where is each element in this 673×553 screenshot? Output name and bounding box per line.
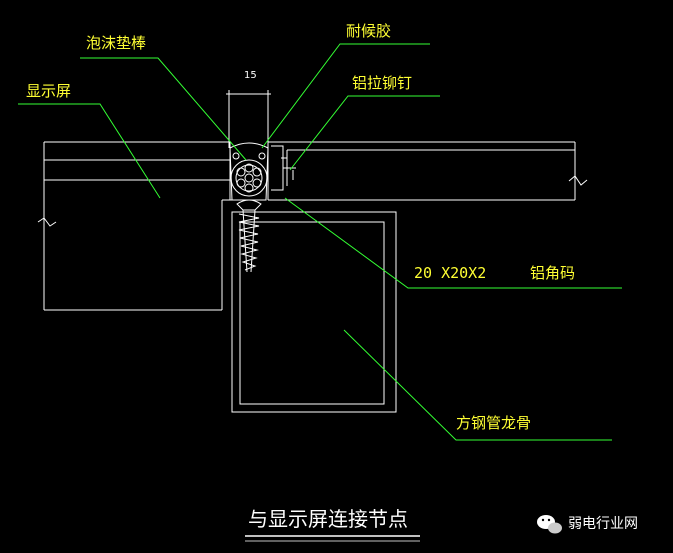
label-steel-tube: 方钢管龙骨	[456, 414, 531, 432]
label-foam-rod: 泡沫垫棒	[86, 34, 146, 52]
foam-rod	[229, 142, 269, 201]
label-sealant: 耐候胶	[346, 22, 391, 40]
frame-panel	[267, 141, 588, 201]
label-rivet: 铝拉铆钉	[352, 74, 412, 92]
watermark-text: 弱电行业网	[568, 516, 638, 532]
dimension-label: 15	[244, 70, 257, 81]
label-angle-code: 20 X20X2	[414, 264, 486, 282]
label-display: 显示屏	[26, 82, 71, 100]
dimension-15	[226, 90, 271, 148]
drawing-title: 与显示屏连接节点	[248, 507, 408, 531]
square-steel-tube	[231, 211, 397, 413]
aluminum-angle	[271, 145, 296, 191]
wechat-icon	[537, 515, 562, 534]
display-panel	[37, 141, 234, 311]
label-angle-name: 铝角码	[530, 264, 575, 282]
screw	[236, 199, 262, 273]
leader-lines	[18, 43, 622, 441]
